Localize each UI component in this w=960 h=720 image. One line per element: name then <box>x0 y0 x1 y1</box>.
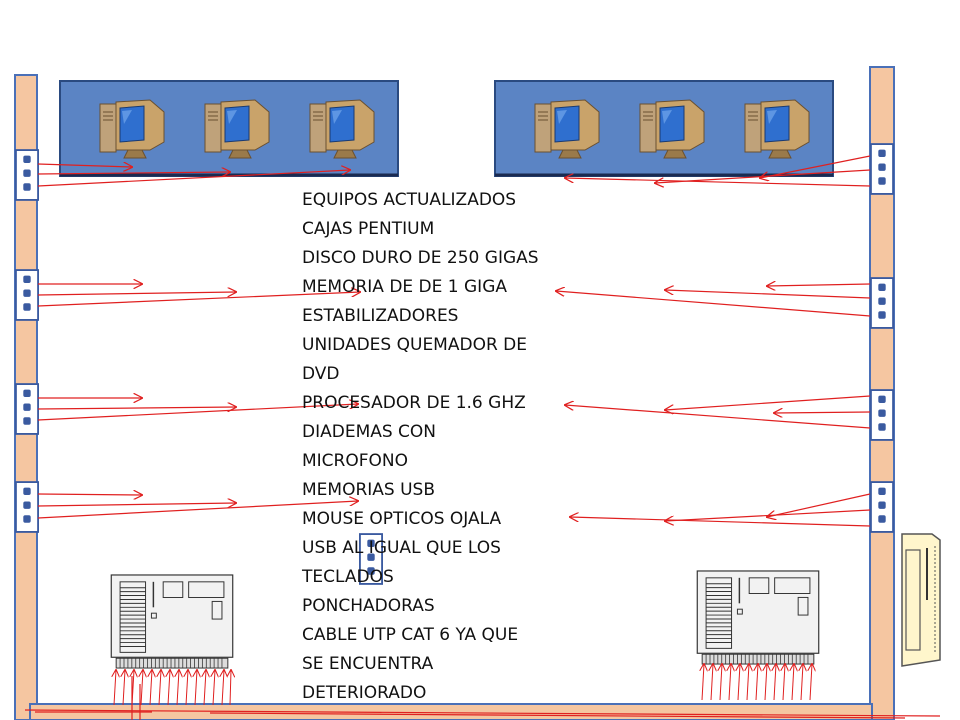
network-switch-icon <box>110 574 234 669</box>
spec-item: UNIDADES QUEMADOR DE <box>302 335 528 355</box>
spec-item: DISCO DURO DE 250 GIGAS <box>302 248 539 268</box>
network-port-icon <box>870 143 894 195</box>
network-port-icon <box>15 481 39 533</box>
spec-item: USB AL IGUAL QUE LOS <box>302 538 501 558</box>
network-port-icon <box>870 481 894 533</box>
equipment-spec-list: EQUIPOS ACTUALIZADOS CAJAS PENTIUM DISCO… <box>302 186 592 708</box>
spec-item: DIADEMAS CON <box>302 422 437 442</box>
network-port-icon <box>15 149 39 201</box>
spec-item: DETERIORADO <box>302 683 427 703</box>
spec-item: ESTABILIZADORES <box>302 306 459 326</box>
network-port-icon <box>15 269 39 321</box>
spec-item: DVD <box>302 364 340 384</box>
network-port-icon <box>870 389 894 441</box>
network-switch-icon <box>696 570 820 665</box>
network-port-icon <box>15 383 39 435</box>
spec-item: CABLE UTP CAT 6 YA QUE <box>302 625 519 645</box>
spec-item: MOUSE OPTICOS OJALA <box>302 509 502 529</box>
cabling <box>24 155 941 720</box>
switch-left-cables <box>114 670 231 706</box>
spec-item: MICROFONO <box>302 451 409 471</box>
switch-right-cables <box>702 664 812 701</box>
network-port-icon <box>870 277 894 329</box>
spec-item: EQUIPOS ACTUALIZADOS <box>302 190 517 210</box>
spec-item: PROCESADOR DE 1.6 GHZ <box>302 393 526 413</box>
spec-item: PONCHADORAS <box>302 596 435 616</box>
wall-rack-icon <box>901 533 941 667</box>
spec-item: CAJAS PENTIUM <box>302 219 435 239</box>
spec-item: MEMORIA DE DE 1 GIGA <box>302 277 507 297</box>
spec-item: SE ENCUENTRA <box>302 654 434 674</box>
spec-item: MEMORIAS USB <box>302 480 436 500</box>
spec-item: TECLADOS <box>302 567 394 587</box>
